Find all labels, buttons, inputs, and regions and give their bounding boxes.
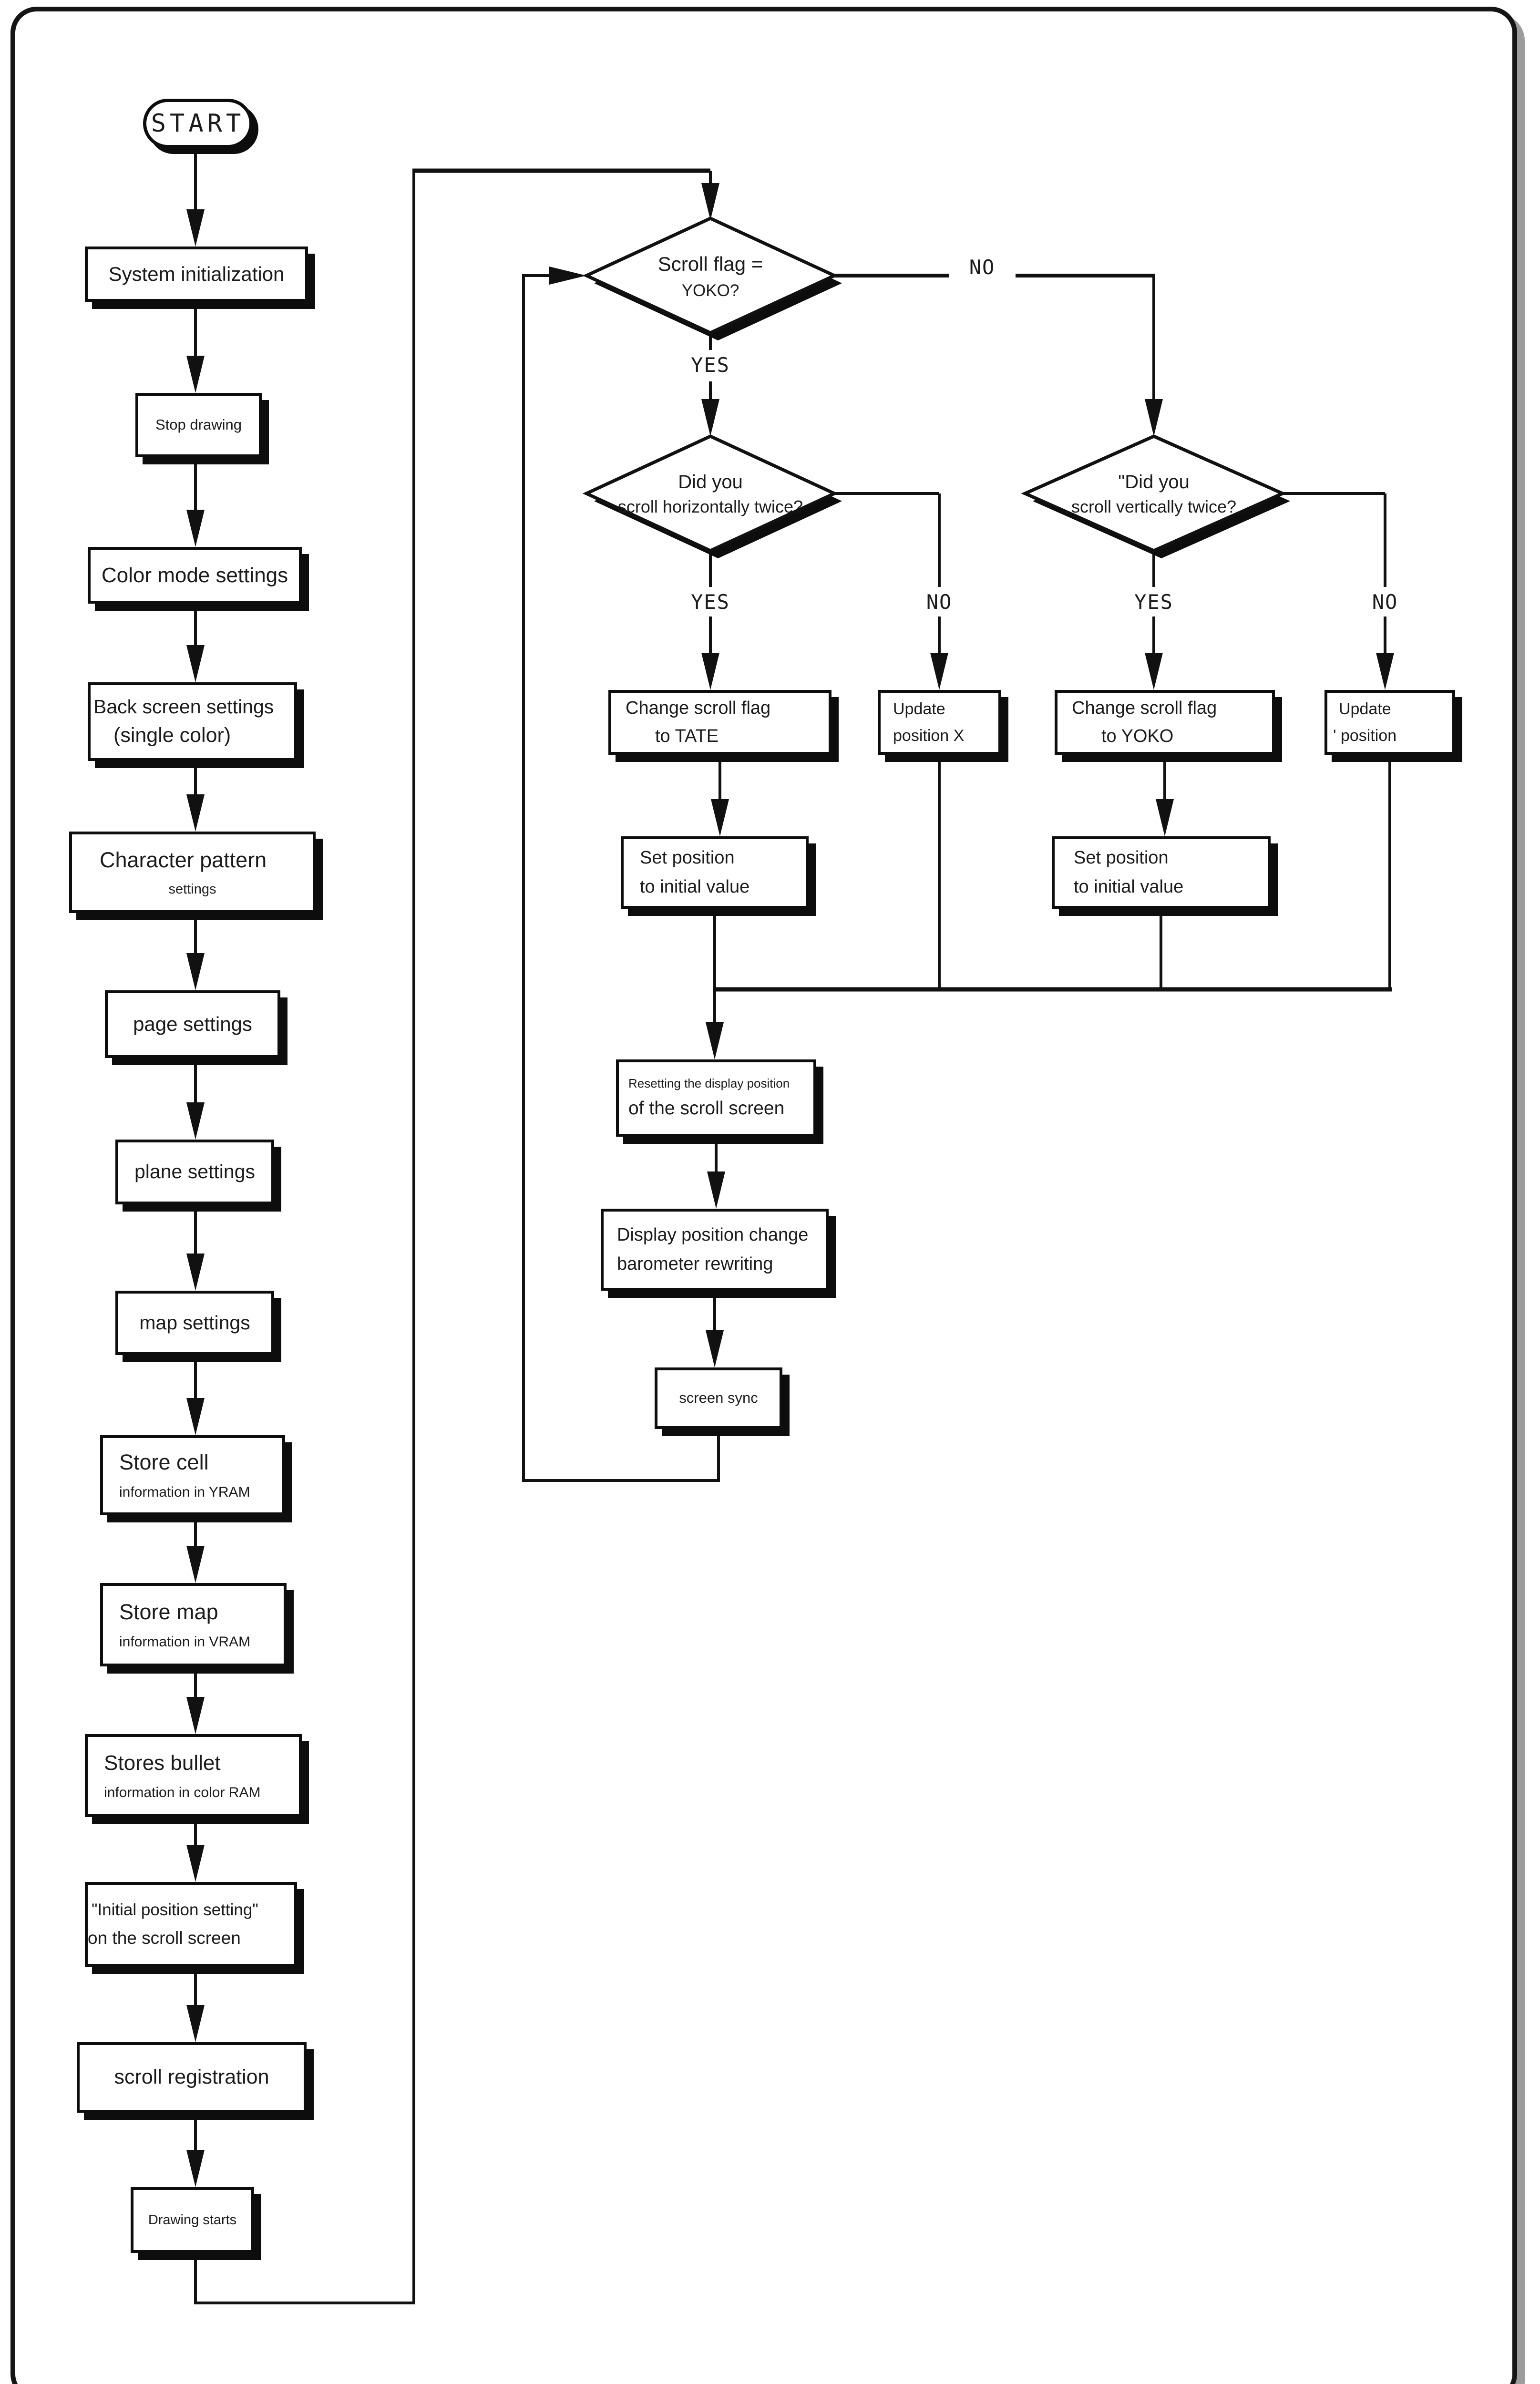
node-set-position-initial-left: Set position to initial value (621, 836, 809, 909)
node-resetting-display-position: Resetting the display position of the sc… (616, 1059, 816, 1137)
node-page-settings: page settings (105, 990, 280, 1058)
node-stop-drawing: Stop drawing (135, 393, 262, 457)
node-screen-sync: screen sync (655, 1367, 782, 1429)
node-system-initialization: System initialization (85, 247, 308, 302)
edge-label-d2-no: NO (906, 587, 973, 617)
node-scroll-registration: scroll registration (77, 2042, 307, 2113)
edge-label-d1-no: NO (949, 252, 1016, 282)
decision-diamond-scroll-flag (582, 216, 842, 340)
node-stores-bullet: Stores bullet information in color RAM (85, 1734, 302, 1817)
edge-label-d1-yes: YES (677, 350, 744, 380)
node-set-position-initial-right: Set position to initial value (1052, 836, 1271, 909)
node-update-position: Update ' position (1324, 690, 1455, 755)
edge-label-d2-yes: YES (677, 587, 744, 617)
node-change-scroll-flag-yoko: Change scroll flag to YOKO (1055, 690, 1275, 755)
node-store-map: Store map information in VRAM (100, 1583, 287, 1666)
node-map-settings: map settings (115, 1291, 274, 1355)
node-display-position-change-barometer: Display position change barometer rewrit… (601, 1209, 829, 1291)
label-scroll-flag-yoko: Scroll flag = YOKO? (657, 253, 763, 300)
node-initial-position-setting: "Initial position setting" on the scroll… (85, 1882, 297, 1967)
page-border (10, 7, 1517, 2384)
edge-label-d3-yes: YES (1120, 587, 1187, 617)
label-scroll-horizontally-twice: Did you scroll horizontally twice? (617, 471, 803, 516)
node-update-position-x: Update position X (878, 690, 1001, 755)
node-drawing-starts: Drawing starts (131, 2187, 254, 2253)
node-character-pattern-settings: Character pattern settings (69, 832, 316, 913)
node-change-scroll-flag-tate: Change scroll flag to TATE (608, 690, 832, 755)
edge-label-d3-no: NO (1352, 587, 1418, 617)
node-plane-settings: plane settings (115, 1140, 274, 1204)
node-back-screen-settings: Back screen settings (single color) (88, 682, 297, 761)
decision-diamond-horizontal-twice (582, 434, 842, 558)
start-label: START (151, 109, 245, 138)
node-color-mode-settings: Color mode settings (88, 547, 302, 604)
label-scroll-vertically-twice: "Did you scroll vertically twice? (1071, 471, 1237, 516)
node-start: START (143, 99, 253, 148)
decision-diamond-vertical-twice (1021, 434, 1290, 558)
node-store-cell: Store cell information in YRAM (100, 1435, 285, 1515)
